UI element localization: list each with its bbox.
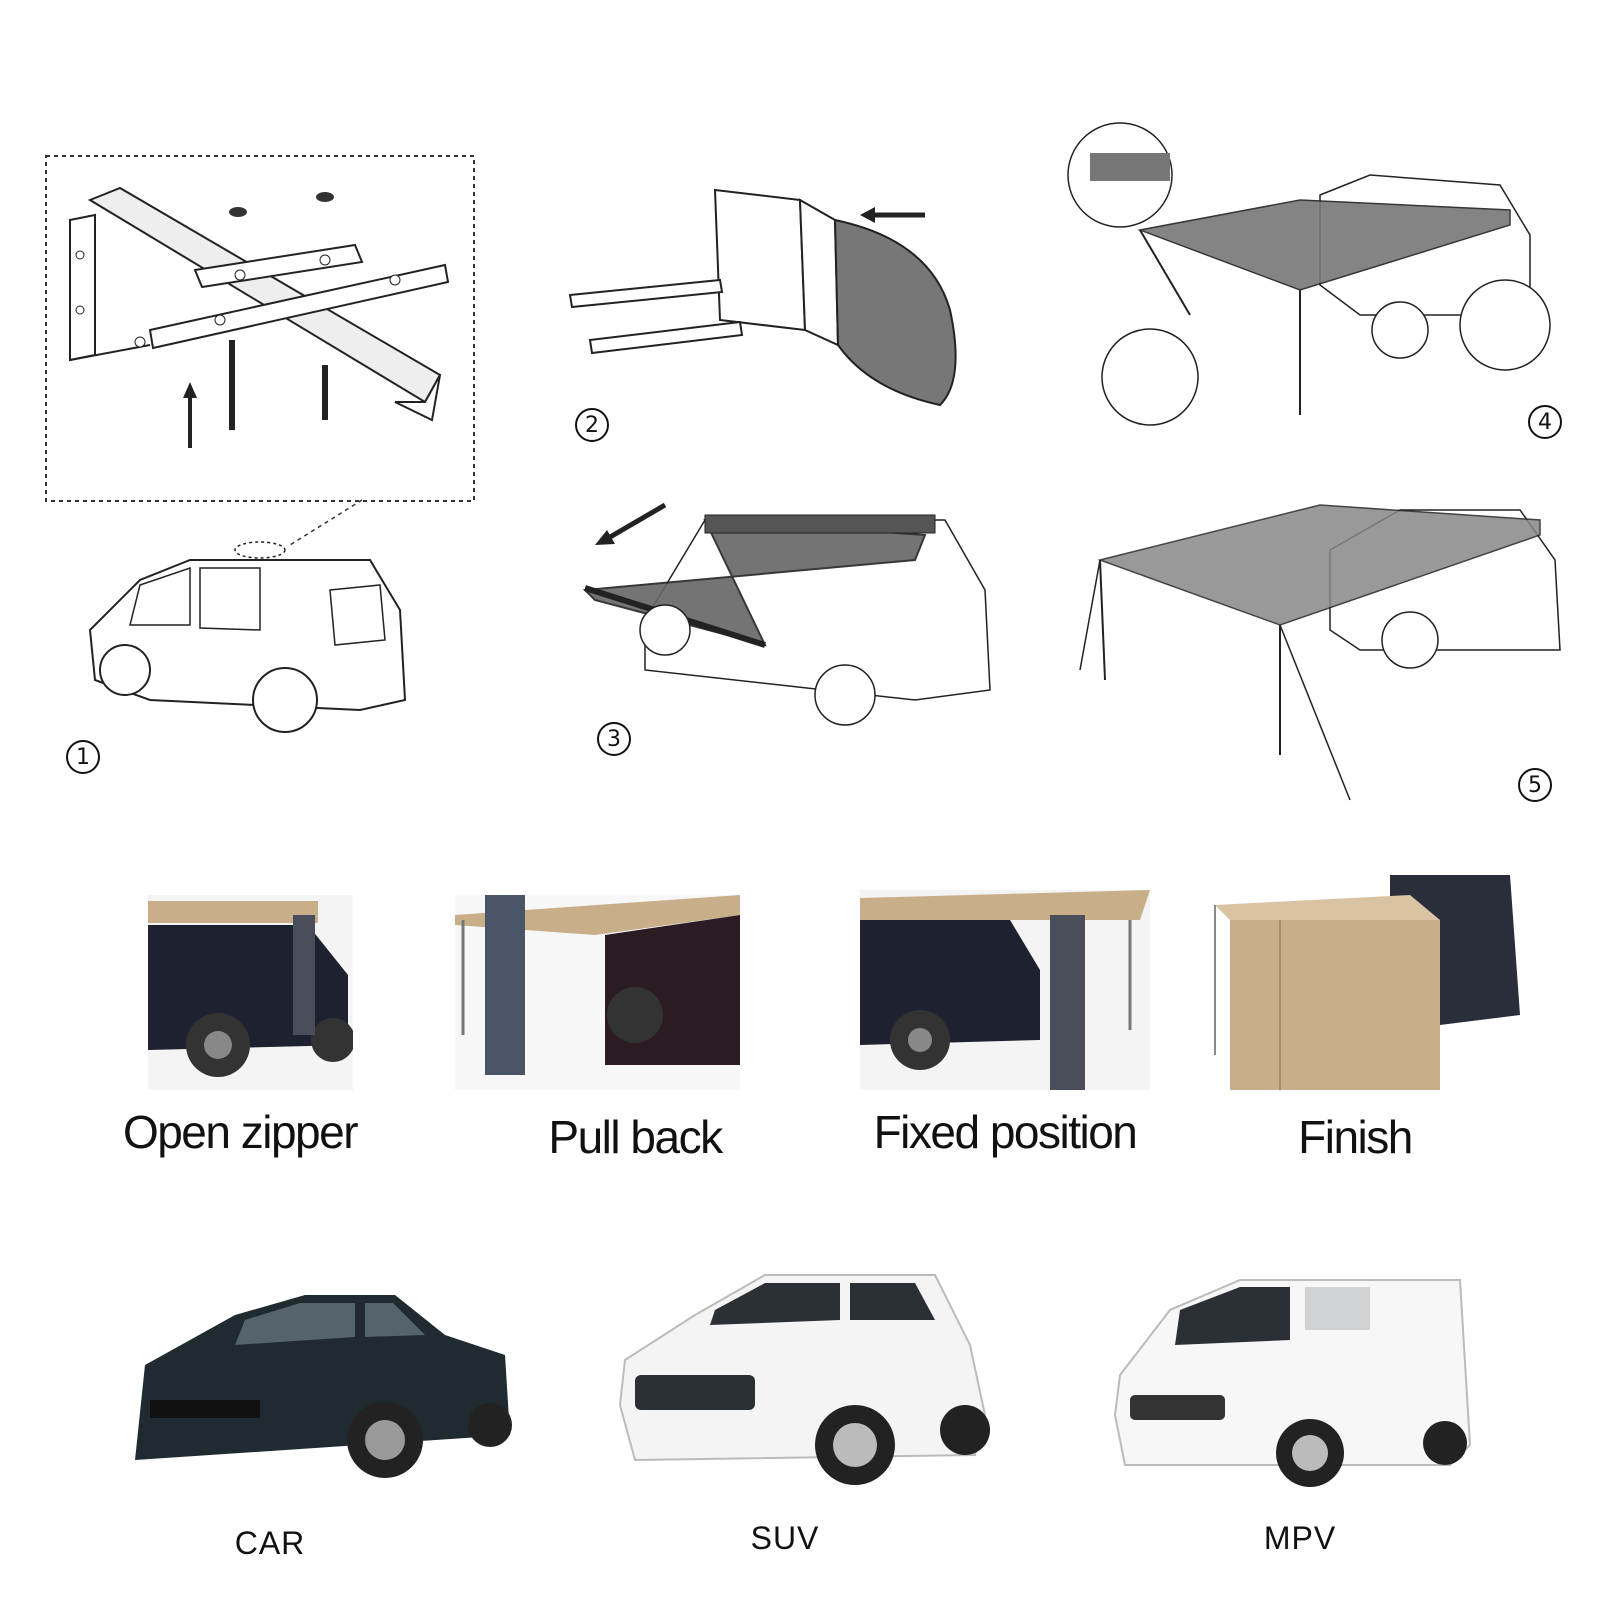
mpv-van-icon: [1113, 1279, 1472, 1487]
photo-finish: [1210, 875, 1520, 1100]
caption-fixed-position: Fixed position: [873, 1106, 1138, 1158]
caption-pull-back: Pull back: [548, 1111, 723, 1163]
awning-leg-setup-icon: [1067, 122, 1551, 426]
step-number-3: 3: [597, 722, 631, 756]
step-number-4: 4: [1528, 405, 1562, 439]
vehicle-label-mpv: MPV: [1263, 1520, 1337, 1556]
step-number-1: 1: [66, 740, 100, 774]
awning-bag-attach-icon: [568, 188, 957, 407]
suv-icon: [618, 1274, 990, 1485]
caption-open-zipper: Open zipper: [122, 1106, 359, 1158]
step-number-5: 5: [1518, 768, 1552, 802]
photo-fixed-position: [860, 890, 1150, 1090]
caption-finish: Finish: [1298, 1111, 1413, 1163]
suv-line-drawing-icon: [88, 541, 407, 733]
photo-pull-back: [455, 895, 740, 1090]
awning-fully-deployed-icon: [1079, 504, 1561, 801]
vehicle-label-car: CAR: [234, 1525, 306, 1561]
vehicle-label-suv: SUV: [750, 1520, 820, 1556]
step-1-diagram: [40, 150, 490, 770]
step-number-2: 2: [575, 408, 609, 442]
car-sedan-icon: [135, 1295, 512, 1478]
bracket-detail-icon: [45, 155, 475, 546]
photo-open-zipper: [148, 895, 353, 1090]
awning-pull-out-icon: [582, 502, 991, 726]
